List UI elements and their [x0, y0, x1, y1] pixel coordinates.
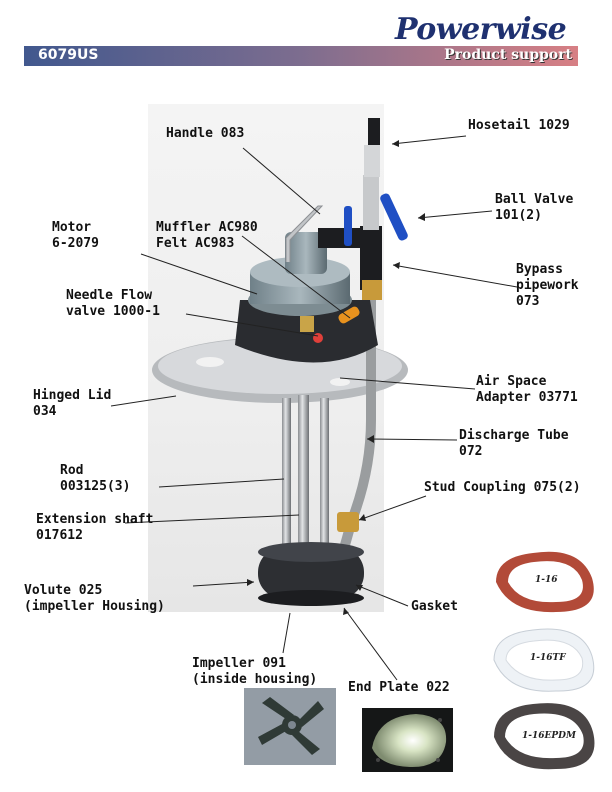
label-extension: Extension shaft 017612 — [36, 512, 154, 543]
motor-body — [248, 232, 352, 316]
gasket-black-label: 1-16EPDM — [522, 731, 576, 741]
section-title: Product support — [444, 47, 572, 63]
volute-housing — [258, 542, 364, 606]
gasket-white-shape — [493, 628, 595, 692]
needle-valve — [300, 316, 314, 332]
gasket-red-label: 1-16 — [535, 575, 558, 585]
model-code: 6079US — [38, 47, 99, 63]
gasket-red-shape — [496, 551, 594, 613]
extension-shaft — [298, 395, 309, 585]
label-gasket: Gasket — [411, 599, 458, 614]
header-banner: 6079US Product support — [24, 46, 578, 66]
gasket-white-label: 1-16TF — [530, 653, 566, 663]
muffler — [338, 306, 360, 324]
label-needle-valve: Needle Flow valve 1000-1 — [66, 288, 160, 319]
label-handle: Handle 083 — [166, 126, 245, 141]
rod-1 — [282, 398, 291, 588]
gasket-black-shape — [494, 703, 595, 770]
needle-valve-knob — [313, 333, 323, 343]
leader-air-space — [339, 377, 476, 390]
impeller-photo — [244, 688, 336, 765]
leader-discharge — [366, 438, 458, 441]
rod-2 — [320, 398, 329, 588]
label-bypass: Bypass pipework 073 — [516, 262, 579, 309]
label-hinged-lid: Hinged Lid 034 — [33, 388, 112, 419]
leader-stud — [358, 495, 427, 521]
leader-lines — [110, 135, 518, 681]
leader-arrowheads — [247, 140, 425, 615]
leader-lid — [110, 395, 177, 407]
leader-volute — [192, 581, 255, 587]
handle — [285, 205, 324, 262]
label-discharge: Discharge Tube 072 — [459, 428, 569, 459]
label-hosetail: Hosetail 1029 — [468, 118, 570, 133]
leader-muffler — [241, 235, 351, 319]
leader-motor — [140, 253, 258, 295]
ball-valve-handles — [344, 193, 408, 246]
brand-logo: Powerwise — [395, 12, 567, 47]
label-stud: Stud Coupling 075(2) — [424, 480, 581, 495]
label-end-plate: End Plate 022 — [348, 680, 450, 695]
leader-gasket — [355, 584, 409, 607]
label-volute: Volute 025 (impeller Housing) — [24, 583, 165, 614]
leader-ball-valve — [417, 210, 493, 219]
leader-hosetail — [391, 135, 467, 145]
label-motor: Motor 6-2079 — [52, 220, 99, 251]
leader-rod — [158, 478, 285, 488]
bypass-pipework — [318, 118, 382, 300]
leader-impeller — [282, 612, 291, 654]
leader-handle — [242, 147, 321, 215]
leader-bypass — [392, 264, 518, 288]
label-impeller: Impeller 091 (inside housing) — [192, 656, 318, 687]
label-rod: Rod 003125(3) — [60, 463, 131, 494]
label-ball-valve: Ball Valve 101(2) — [495, 192, 574, 223]
leader-end-plate — [343, 607, 398, 681]
stud-coupling — [337, 512, 359, 532]
end-plate-photo — [362, 708, 453, 772]
leader-extension — [124, 514, 300, 524]
label-air-space: Air Space Adapter 03771 — [476, 374, 578, 405]
leader-needle — [185, 313, 319, 337]
label-muffler: Muffler AC980 Felt AC983 — [156, 220, 258, 251]
